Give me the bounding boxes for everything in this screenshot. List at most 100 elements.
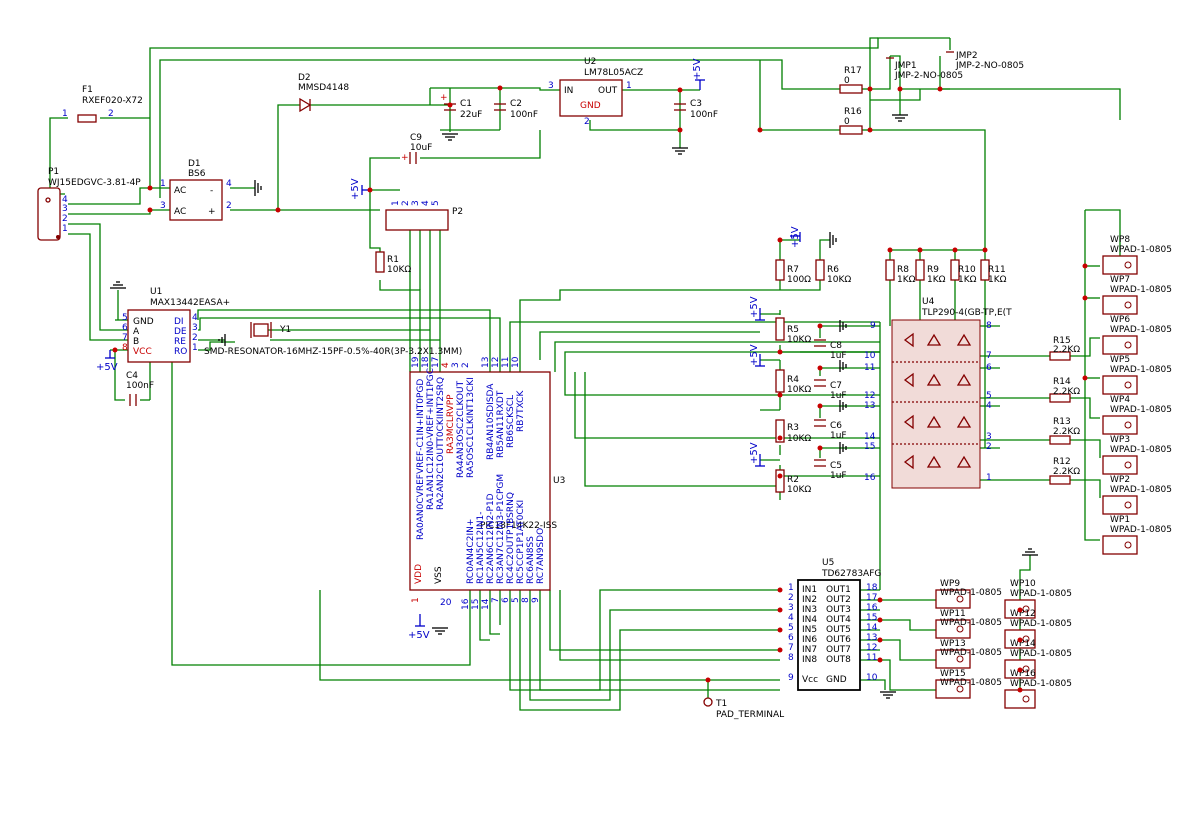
resistor-r14: R14 2.2KΩ	[1049, 377, 1080, 403]
u4-rn-1: 7	[986, 351, 992, 361]
wp-value: WPAD-1-0805	[940, 648, 1002, 658]
u3-top-1: RA1AN1C12IN0-VREF+INT1PGC	[426, 368, 436, 510]
u4-ln-4: 13	[864, 401, 875, 411]
p1-pin3: 3	[62, 204, 68, 214]
u5-right-label: OUT7	[826, 645, 851, 655]
u3-top-3: RA3MCLRVPP	[446, 394, 456, 454]
jmp1-value: JMP-2-NO-0805	[894, 71, 963, 81]
y1-ref: Y1	[279, 325, 291, 335]
r15-value: 2.2KΩ	[1053, 345, 1080, 355]
u2-ref: U2	[584, 57, 596, 67]
r5-ref: R5	[787, 325, 799, 335]
capacitor-c8: C8 1uF	[814, 339, 847, 361]
wire-pad	[1102, 295, 1138, 315]
d1-plus: +	[208, 207, 216, 217]
ground-icon	[672, 147, 688, 155]
wp-ref: WP10	[1010, 579, 1036, 589]
r17-value: 0	[844, 76, 850, 86]
r13-ref: R13	[1053, 417, 1071, 427]
pad-hole-icon	[1124, 501, 1132, 509]
wp-ref: WP13	[940, 639, 966, 649]
d2-ref: D2	[298, 73, 311, 83]
u1-ref: U1	[150, 287, 162, 297]
r3-value: 10KΩ	[787, 434, 811, 444]
d1-value: BS6	[188, 169, 206, 179]
r2-value: 10KΩ	[787, 485, 811, 495]
c6-ref: C6	[830, 421, 842, 431]
jumper-jmp1: JMP1 JMP-2-NO-0805	[886, 57, 963, 81]
u3-bot-1: RC1AN5C12IN1-	[476, 511, 486, 584]
u3-botnum-0: 16	[461, 598, 471, 610]
r16-value: 0	[844, 117, 850, 127]
wp-ref: WP1	[1110, 515, 1130, 525]
u5-right-num: 15	[866, 613, 877, 623]
u3-botnum-4: 6	[501, 597, 511, 603]
r9-ref: R9	[927, 265, 939, 275]
wire-pads-bottom-b: WP10WPAD-1-0805WP12WPAD-1-0805WP14WPAD-1…	[1004, 579, 1072, 709]
u3-botnum-6: 8	[521, 597, 531, 603]
r1-value: 10KΩ	[387, 265, 411, 275]
u5-right-num: 10	[866, 673, 878, 683]
f1-pin2: 2	[108, 109, 114, 119]
u3-top-8: RB6SCKSCL	[506, 395, 516, 448]
u4-value: TLP290-4(GB-TP,E(T	[921, 308, 1012, 318]
u3-top-5: RA5OSC1CLKINT13CKI	[466, 377, 476, 478]
u4-ln-7: 16	[864, 473, 876, 483]
r6-value: 10KΩ	[827, 275, 851, 285]
ground-icon	[829, 232, 837, 248]
r2-ref: R2	[787, 475, 799, 485]
u1-pin3: 3	[192, 323, 198, 333]
c2-ref: C2	[510, 99, 522, 109]
optocoupler-u4: U4 TLP290-4(GB-TP,E(T 9 10 11 12 13 14 1…	[864, 297, 1012, 489]
capacitor-c9: C9 10uF +	[401, 133, 432, 164]
u5-right-label: OUT8	[826, 655, 851, 665]
u4-rn-0: 8	[986, 321, 992, 331]
ground-icon	[110, 281, 126, 289]
u1-pin8: 8	[122, 343, 128, 353]
u5-left-label: IN1	[802, 585, 817, 595]
r11-ref: R11	[988, 265, 1006, 275]
u5-right-num: 16	[866, 603, 878, 613]
wp-ref: WP4	[1110, 395, 1130, 405]
u3-botnum-1: 15	[471, 599, 481, 610]
r9-value: 1KΩ	[927, 275, 946, 285]
u3-top-2: RA2AN2C1OUTT0CKIINT2SRQ	[436, 377, 446, 510]
p1-ref: P1	[48, 167, 59, 177]
wp-ref: WP6	[1110, 315, 1130, 325]
p2-pin1: 1	[391, 200, 401, 206]
pad-hole-icon	[956, 685, 964, 693]
ground-icon	[218, 334, 226, 346]
u3-bot-4: RC4C2OUTP1BSRNQ	[506, 492, 516, 584]
c5-value: 1uF	[830, 471, 847, 481]
u5-right-label: OUT6	[826, 635, 851, 645]
c8-ref: C8	[830, 341, 842, 351]
u5-right-label: OUT1	[826, 585, 851, 595]
wp-ref: WP16	[1010, 669, 1036, 679]
u5-left-num: 8	[788, 653, 794, 663]
wire-pad	[1102, 335, 1138, 355]
c7-value: 1uF	[830, 391, 847, 401]
u5-right-num: 12	[866, 643, 877, 653]
wp-ref: WP9	[940, 579, 960, 589]
u3-top-9: RB7TXCK	[516, 390, 526, 432]
resistor-r6: R6 10KΩ	[815, 259, 851, 285]
pad-hole-icon	[1124, 301, 1132, 309]
wp-ref: WP14	[1010, 639, 1036, 649]
r8-ref: R8	[897, 265, 909, 275]
u5-left-label: IN3	[802, 605, 817, 615]
u1-di: DI	[174, 317, 184, 327]
wp-value: WPAD-1-0805	[1110, 485, 1172, 495]
u3-top-4: RA4AN3OSC2CLKOUT	[456, 380, 466, 478]
wp-ref: WP7	[1110, 275, 1130, 285]
pad-hole-icon	[1124, 341, 1132, 349]
wp-value: WPAD-1-0805	[1110, 325, 1172, 335]
p2-pin3: 3	[411, 200, 421, 206]
u4-rn-4: 4	[986, 401, 992, 411]
pad-terminal-t1: T1 PAD_TERMINAL	[703, 697, 784, 720]
u3-vss: VSS	[434, 566, 444, 584]
u5-value: TD62783AFG	[821, 569, 881, 579]
u5-right-label: OUT2	[826, 595, 851, 605]
junctions	[112, 85, 1088, 693]
u1-pin1: 1	[192, 343, 198, 353]
u3-top-6: RB4AN10SDISDA	[486, 383, 496, 460]
